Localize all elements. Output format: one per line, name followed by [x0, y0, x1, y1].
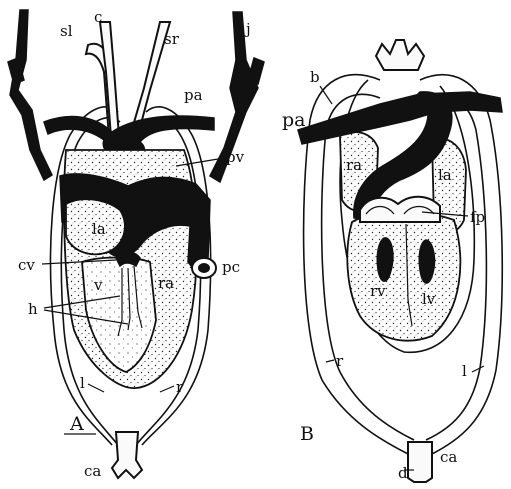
label-a-cv: cv — [18, 256, 35, 274]
label-a-pc: pc — [222, 258, 240, 276]
label-a-l: l — [80, 374, 85, 392]
label-b-lv: lv — [422, 290, 436, 308]
leader-b-b — [320, 86, 332, 104]
label-a-la: la — [92, 220, 106, 238]
posterior-cava-lumen — [198, 263, 210, 273]
leader-a-l — [88, 384, 104, 392]
caudal-aorta-b — [408, 442, 432, 482]
leader-b-r — [326, 360, 334, 362]
label-a-pa: pa — [184, 86, 203, 104]
label-a-r: r — [176, 378, 184, 396]
label-a-sl: sl — [60, 22, 73, 40]
leader-a-r — [160, 386, 174, 392]
panel-a: sl c sr j pa pv la cv v ra pc h l r A ca — [8, 8, 264, 480]
label-b-ca: ca — [440, 448, 457, 466]
label-b-fp: fp — [470, 208, 485, 226]
label-a-sr: sr — [164, 30, 180, 48]
label-a-ra: ra — [158, 274, 174, 292]
label-a-c: c — [94, 8, 102, 26]
caudal-aorta-a — [112, 432, 142, 478]
label-a-ca: ca — [84, 462, 101, 480]
panel-label-b: B — [300, 423, 314, 445]
label-b-la: la — [438, 166, 452, 184]
right-jugular-branch — [248, 58, 264, 84]
leader-b-l — [472, 366, 484, 372]
top-vessels-b — [376, 40, 424, 70]
label-a-j: j — [244, 20, 251, 38]
ventricles-b — [347, 212, 460, 341]
label-a-pv: pv — [226, 148, 245, 166]
left-jugular-vein — [10, 10, 52, 180]
label-b-d: d — [398, 464, 408, 482]
label-a-v: v — [93, 276, 103, 294]
panel-label-a: A — [69, 413, 84, 435]
label-b-ra: ra — [346, 156, 362, 174]
label-b-b: b — [310, 68, 320, 86]
label-b-r: r — [336, 352, 344, 370]
panel-b: b pa ra la fp rv lv r l B d ca — [282, 40, 502, 482]
label-b-rv: rv — [370, 282, 386, 300]
label-a-h: h — [28, 300, 38, 318]
left-ventricle-slit — [419, 240, 434, 283]
label-b-pa: pa — [282, 109, 306, 131]
label-b-l: l — [462, 362, 467, 380]
